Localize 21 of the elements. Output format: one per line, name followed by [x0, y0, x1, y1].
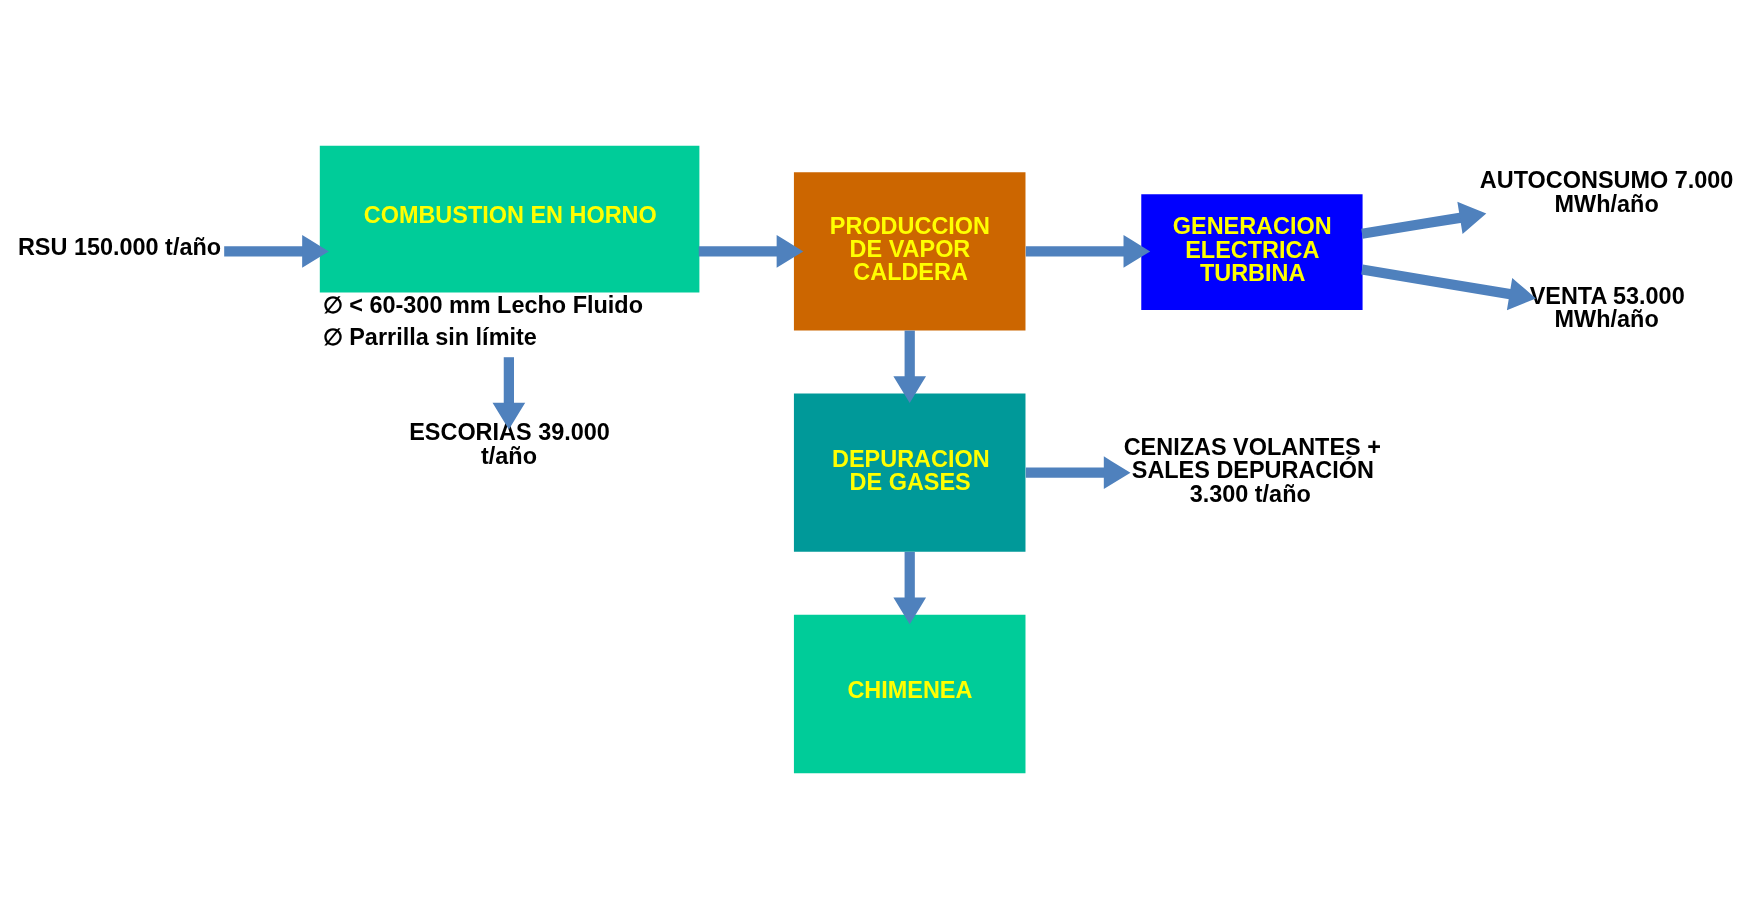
node-box: COMBUSTION EN HORNO: [319, 145, 700, 293]
node-text: AUTOCONSUMO 7.000 MWh/año: [1479, 167, 1734, 217]
node-text: ESCORIAS 39.000 t/año: [409, 419, 610, 469]
arrow: [224, 235, 329, 268]
node-box: CHIMENEA: [793, 614, 1026, 774]
arrow: [492, 357, 526, 430]
node-label: ∅ Parrilla sin límite: [322, 323, 537, 350]
arrow: [1361, 264, 1536, 311]
arrow: [1025, 456, 1131, 490]
node-box: GENERACION ELECTRICA TURBINA: [1141, 194, 1363, 310]
node-text: CENIZAS VOLANTES + SALES DEPURACIÓN 3.300 t/año: [1123, 433, 1381, 507]
node-text: RSU 150.000 t/año: [17, 234, 222, 261]
node-label: ∅ < 60-300 mm Lecho Fluido: [322, 291, 643, 318]
node-text: VENTA 53.000 MWh/año: [1529, 282, 1685, 333]
arrow: [893, 330, 927, 403]
node-box: PRODUCCION DE VAPOR CALDERA: [793, 172, 1026, 331]
arrow: [1361, 201, 1487, 239]
arrow: [1025, 235, 1151, 268]
node-box: DEPURACION DE GASES: [793, 393, 1026, 552]
arrow: [698, 235, 804, 268]
arrow: [893, 551, 927, 625]
